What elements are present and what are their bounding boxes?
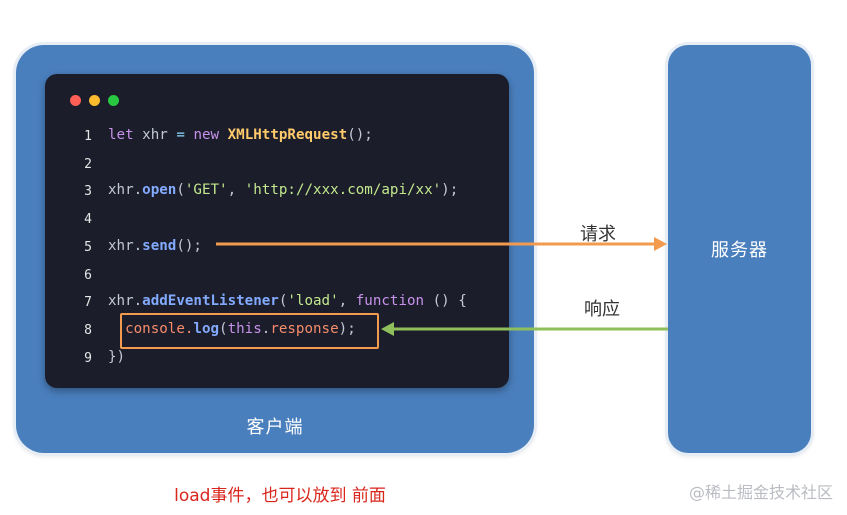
window-close-dot-icon: [70, 95, 81, 106]
request-label: 请求: [580, 224, 616, 245]
response-label: 响应: [584, 299, 620, 320]
code-token: function: [355, 293, 425, 310]
code-token: xhr: [133, 127, 177, 143]
code-token: send: [142, 237, 177, 254]
code-token: .: [261, 320, 271, 337]
code-token: new: [193, 127, 220, 143]
line-number: 2: [84, 156, 92, 172]
code-token: );: [441, 182, 459, 199]
line-number: 7: [84, 295, 92, 311]
server-box: [668, 45, 811, 453]
code-line: xhr.open('GET', 'http://xxx.com/api/xx')…: [108, 182, 458, 198]
line-number: 4: [84, 212, 92, 228]
code-token: (: [219, 320, 228, 337]
console-log-highlight: [120, 313, 379, 349]
code-token: ,: [227, 182, 245, 199]
code-token: =: [176, 127, 185, 143]
line-number: 8: [84, 322, 92, 338]
code-token: 'load': [287, 293, 339, 310]
response-arrow: [381, 322, 668, 336]
code-token: response: [270, 320, 339, 337]
line-number: 6: [84, 267, 92, 283]
code-token: open: [142, 182, 177, 199]
client-label: 客户端: [246, 417, 304, 438]
code-token: () {: [424, 293, 467, 310]
code-line: let xhr = new XMLHttpRequest();: [108, 127, 373, 143]
code-token: ();: [347, 127, 373, 143]
code-token: ();: [176, 237, 202, 254]
window-maximize-dot-icon: [108, 95, 119, 106]
watermark: @稀土掘金技术社区: [688, 483, 833, 502]
line-number: 1: [84, 129, 92, 144]
code-token: ,: [338, 293, 356, 310]
code-token: this: [227, 320, 262, 337]
code-token: xhr.: [108, 182, 143, 199]
code-token: }): [108, 348, 126, 365]
code-token: 'http://xxx.com/api/xx': [244, 182, 442, 199]
line-number: 9: [84, 350, 92, 366]
code-line: }): [108, 349, 125, 365]
code-token: 'GET': [184, 182, 228, 199]
code-token: let: [108, 127, 134, 143]
code-line: xhr.send();: [108, 238, 202, 254]
code-token: log: [193, 320, 220, 337]
caption-note: load事件，也可以放到 前面: [174, 486, 386, 506]
code-token: (: [176, 182, 185, 199]
window-minimize-dot-icon: [89, 95, 100, 106]
server-label: 服务器: [711, 240, 768, 261]
line-number: 3: [84, 184, 92, 200]
line-number: 5: [84, 239, 92, 255]
code-editor-window: [45, 74, 509, 388]
code-token: xhr.: [108, 237, 143, 254]
code-token: (: [278, 293, 288, 310]
code-token: xhr.: [108, 293, 143, 310]
code-line: xhr.addEventListener('load', function ()…: [108, 293, 467, 309]
code-token: );: [338, 320, 356, 337]
code-token: addEventListener: [142, 293, 279, 310]
request-arrow: [216, 237, 667, 251]
code-line: console.log(this.response);: [108, 321, 356, 337]
code-token: console.: [108, 320, 194, 337]
code-token: XMLHttpRequest: [227, 127, 348, 143]
